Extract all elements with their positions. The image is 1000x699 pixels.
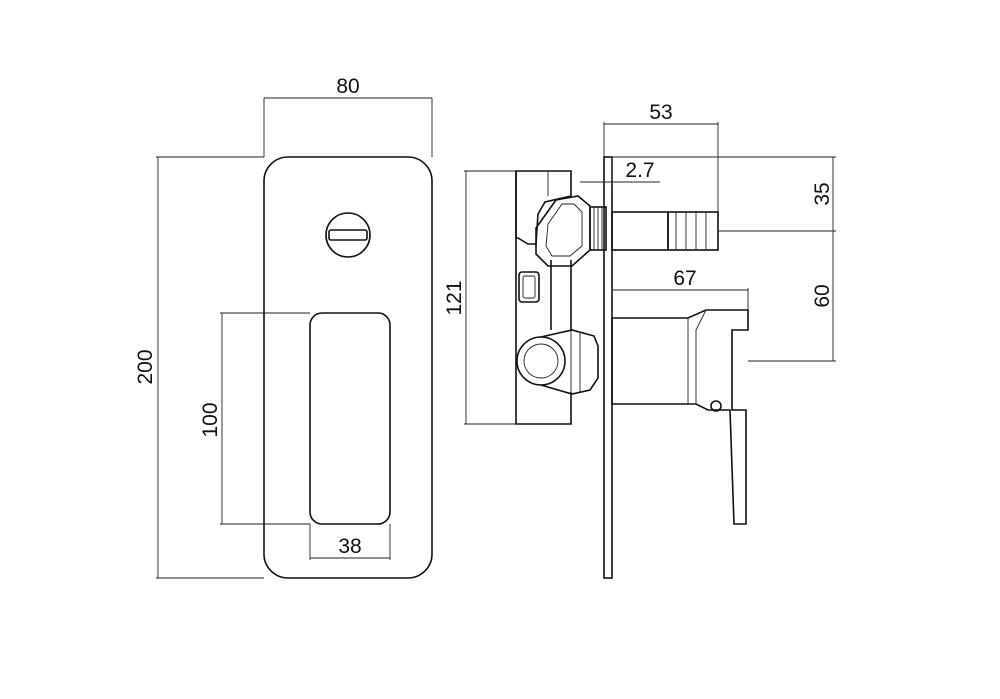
dim-plate-thickness: 2.7: [580, 157, 660, 185]
valve-body: [515, 170, 572, 245]
cover-plate: [263, 156, 433, 579]
dim-handle-projection-67: 67: [612, 267, 749, 310]
dim-diverter-to-handle-60: 60: [748, 231, 836, 362]
handle-projection-label: 67: [673, 267, 696, 290]
dim-handle-width-38: 38: [309, 524, 391, 560]
front-view: 80 200 100 38: [134, 75, 433, 579]
side-slot: [518, 271, 540, 303]
dim-top-offset-35: 35: [612, 156, 836, 232]
diverter-to-handle-label: 60: [811, 284, 834, 307]
inlet-port: [516, 329, 599, 395]
depth-label: 53: [649, 101, 672, 124]
handle-height-label: 100: [199, 402, 222, 437]
top-offset-label: 35: [811, 182, 834, 205]
lever-handle: [309, 312, 391, 525]
dim-height-200: 200: [134, 156, 264, 579]
plate-thickness-label: 2.7: [625, 159, 654, 182]
dim-width-80: 80: [263, 75, 433, 157]
dim-handle-height-100: 100: [199, 312, 310, 525]
diverter-stem: [611, 211, 719, 251]
height-label: 200: [134, 349, 157, 384]
dim-body-height-121: 121: [443, 170, 516, 425]
handle-profile: [611, 309, 749, 525]
diverter-fitting: [535, 195, 607, 267]
handle-width-label: 38: [338, 535, 361, 558]
dim-depth-53: 53: [603, 101, 719, 212]
side-view: 53 2.7 35 60 121: [443, 101, 836, 579]
body-height-label: 121: [443, 280, 466, 315]
width-label: 80: [336, 75, 359, 98]
diverter-knob: [325, 212, 371, 258]
